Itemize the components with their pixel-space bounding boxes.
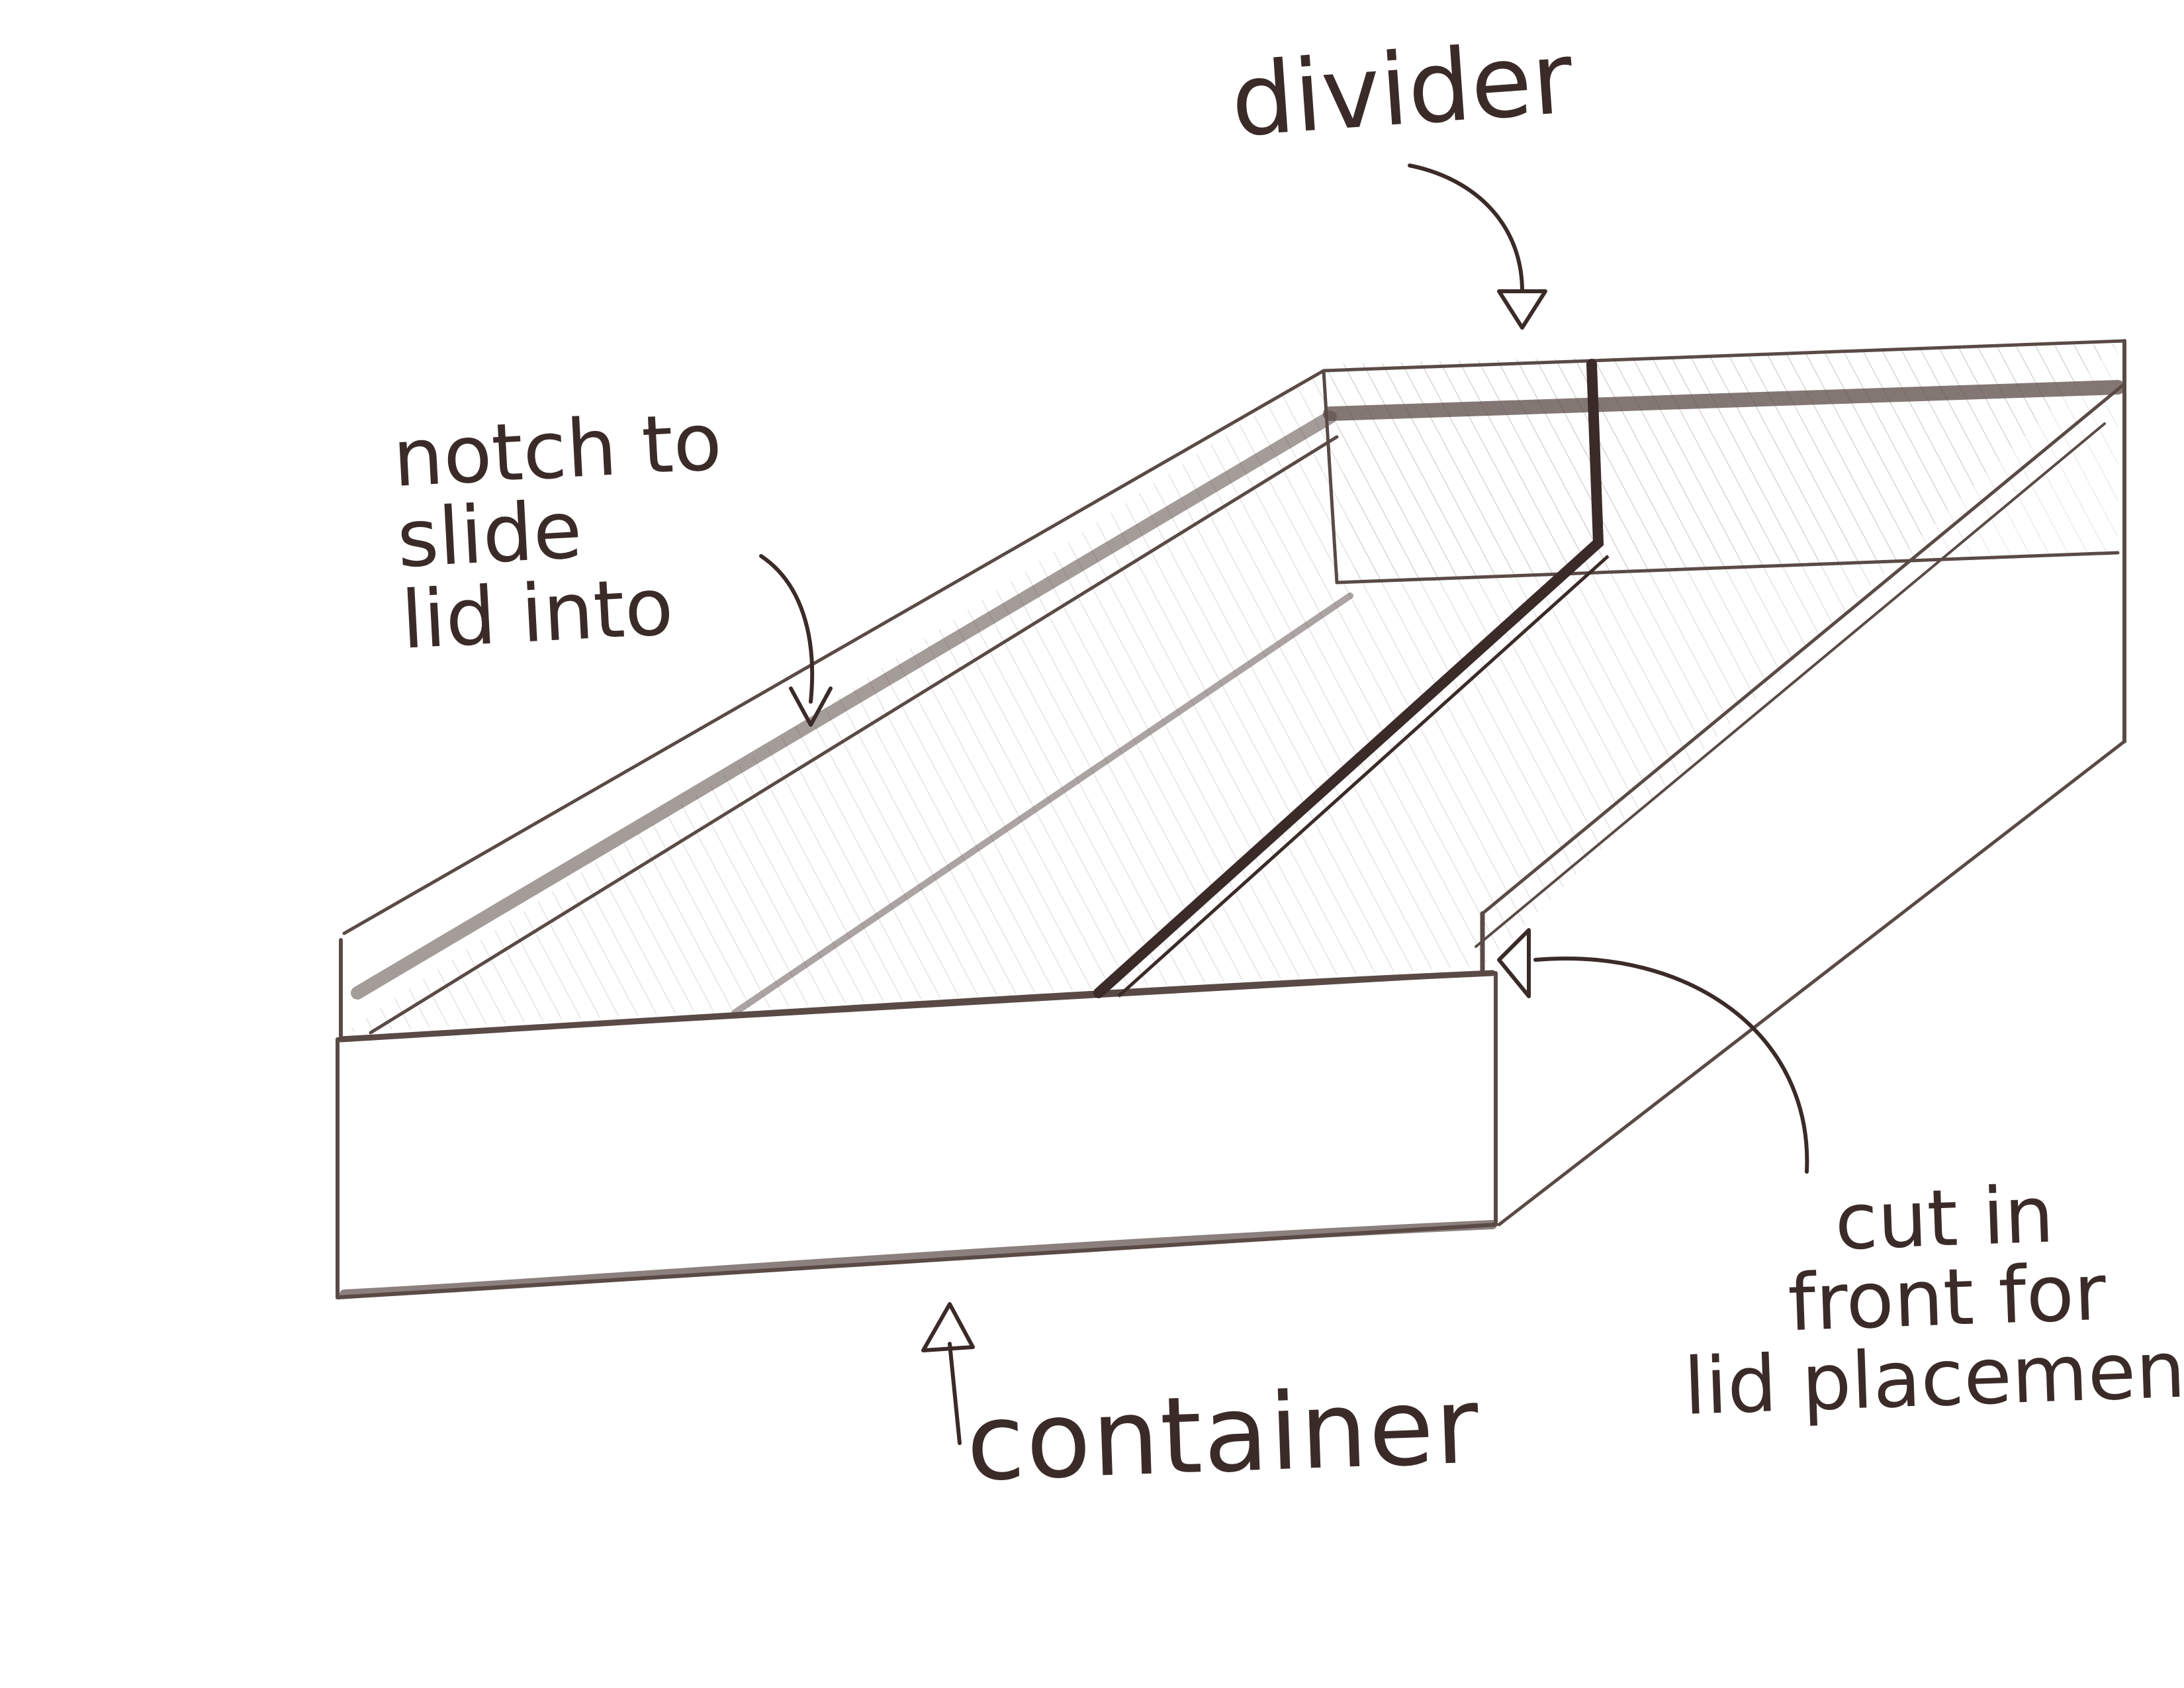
divider-arrow <box>1410 165 1522 291</box>
label-container: container <box>964 1372 1481 1497</box>
label-notch-line-3: lid into <box>400 564 733 662</box>
label-cut: cut in front for lid placement <box>1677 1169 2184 1427</box>
divider-arrowhead <box>1499 291 1545 328</box>
back-wall-shading <box>1330 344 2118 583</box>
container-arrow <box>950 1344 960 1443</box>
cut-arrow <box>1535 959 1807 1172</box>
label-notch: notch to slide lid into <box>391 402 733 662</box>
label-divider: divider <box>1228 28 1576 153</box>
front-panel-bottom-edge <box>344 1225 1492 1294</box>
label-cut-line-3: lid placement <box>1682 1329 2184 1427</box>
